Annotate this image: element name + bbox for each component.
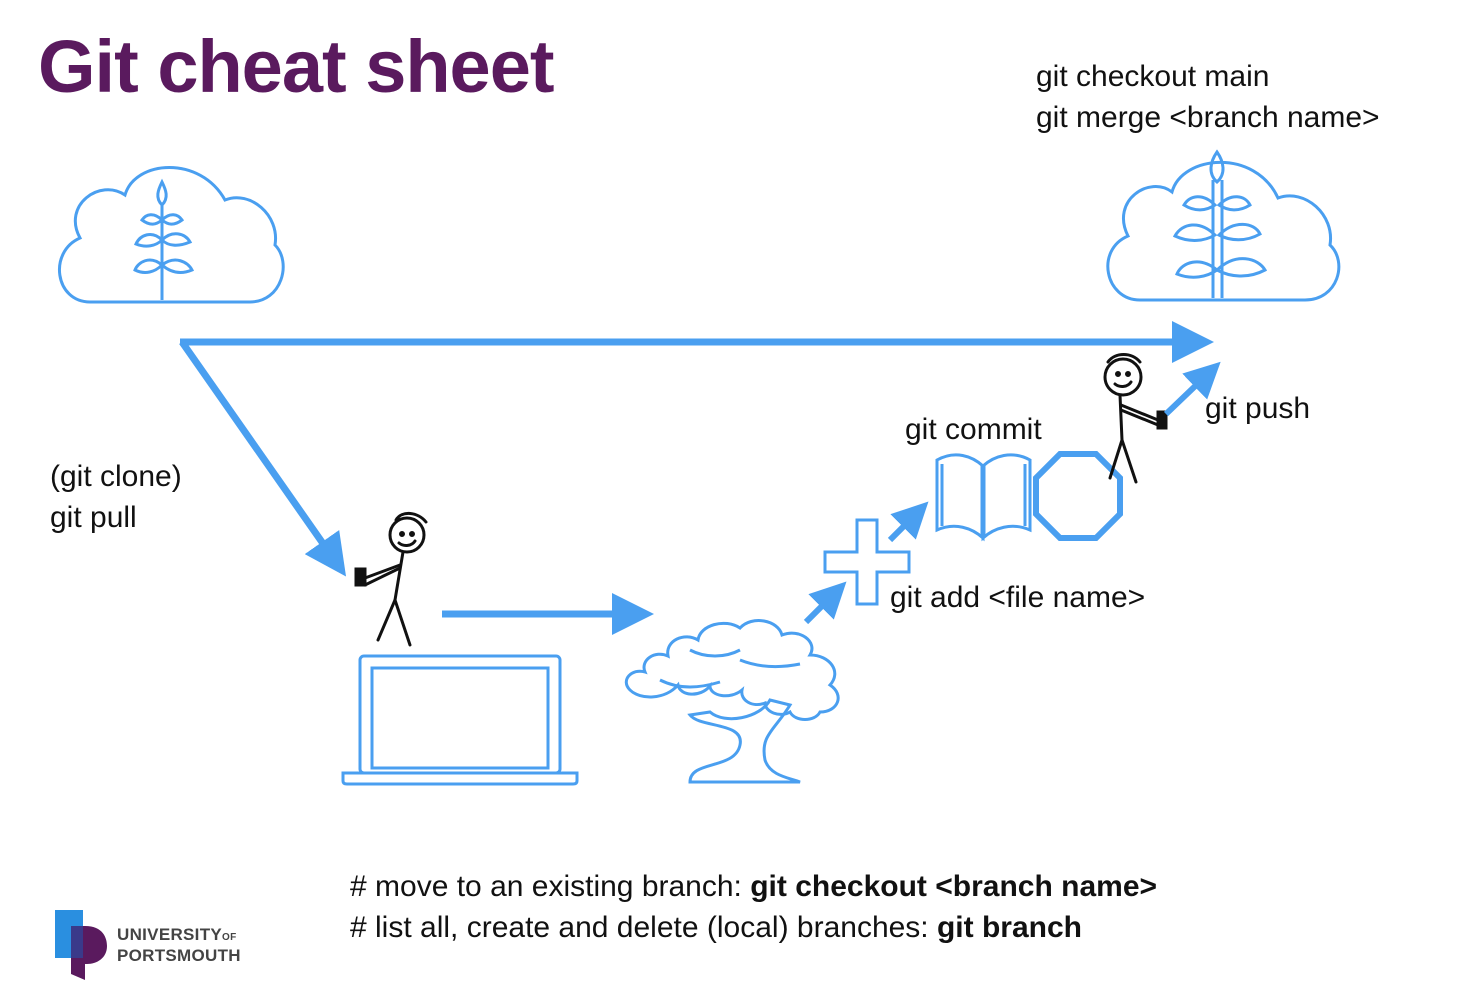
octagon-icon (1033, 451, 1123, 541)
logo-line1: UNIVERSITY (117, 925, 223, 944)
plant-icon (1172, 149, 1268, 298)
person-icon (354, 512, 428, 647)
remote-cloud-icon (58, 166, 285, 304)
merge-commands: git checkout main git merge <branch name… (1036, 56, 1380, 138)
clone-pull-commands: (git clone) git pull (50, 456, 182, 538)
footnote-checkout: # move to an existing branch: git checko… (350, 866, 1157, 907)
logo-line2: PORTSMOUTH (117, 946, 241, 965)
logo-of: OF (222, 932, 237, 943)
remote-cloud-merged-icon (1106, 149, 1341, 302)
footnote-branch-text: # list all, create and delete (local) br… (350, 911, 937, 944)
book-icon (935, 453, 1032, 542)
pull-label: git pull (50, 501, 137, 534)
footnote-checkout-text: # move to an existing branch: (350, 870, 751, 903)
laptop-icon (341, 654, 579, 786)
pull-arrow (179, 339, 347, 577)
person-pushing-icon (1103, 353, 1168, 484)
logo-mark-icon (55, 910, 107, 980)
page-title: Git cheat sheet (38, 25, 555, 108)
merge-branch-label: git merge <branch name> (1036, 101, 1380, 134)
add-label: git add <file name> (890, 581, 1146, 614)
university-logo: UNIVERSITYOF PORTSMOUTH (55, 908, 265, 980)
clone-label: (git clone) (50, 460, 182, 493)
push-label: git push (1205, 392, 1311, 425)
footnote-branch: # list all, create and delete (local) br… (350, 907, 1157, 948)
checkout-main-label: git checkout main (1036, 60, 1270, 93)
add-arrow (803, 581, 847, 625)
bonsai-tree-icon (624, 619, 840, 784)
push-arrow (1163, 361, 1221, 417)
commit-arrow (887, 501, 929, 543)
footnotes: # move to an existing branch: git checko… (350, 866, 1157, 948)
plus-icon (823, 518, 911, 606)
commit-label: git commit (905, 413, 1042, 446)
plant-icon (133, 178, 195, 300)
footnote-checkout-cmd: git checkout <branch name> (750, 870, 1158, 903)
footnote-branch-cmd: git branch (936, 911, 1082, 944)
